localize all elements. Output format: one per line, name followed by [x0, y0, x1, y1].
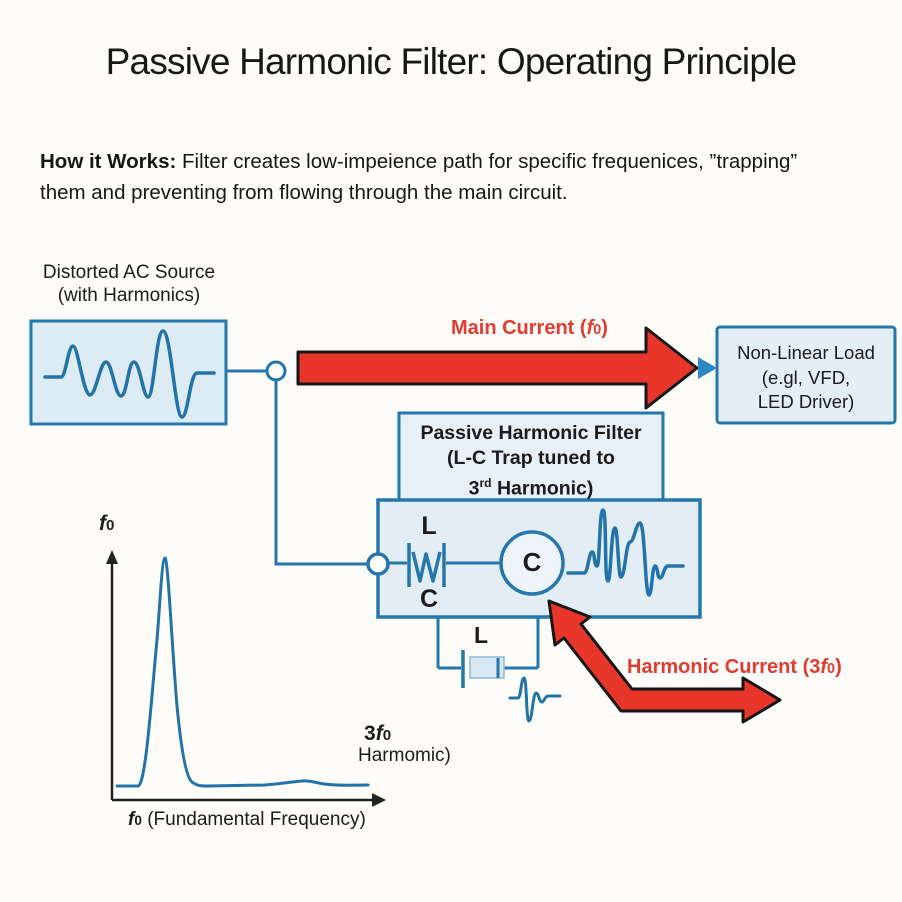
- filter-label-line3: 3rd Harmonic): [399, 471, 663, 502]
- main-current-arrow: [296, 326, 699, 410]
- source-label: Distorted AC Source (with Harmonics): [24, 261, 234, 307]
- harmonic-note-pre: 3: [364, 722, 376, 745]
- source-label-line2: (with Harmonics): [57, 285, 201, 306]
- main-current-pre: Main Current (: [451, 317, 587, 339]
- harmonic-note-value: 3f0: [364, 721, 391, 746]
- spectrum-x-f: f: [128, 809, 135, 830]
- trap-inductor-label: L: [473, 622, 489, 648]
- spectrum-y-arrowhead-icon: [106, 550, 118, 564]
- spectrum-x-sub: 0: [134, 813, 142, 828]
- inductor-symbol-bars: [407, 543, 446, 587]
- main-current-label: Main Current (f0): [451, 316, 608, 340]
- spectrum-x-label: f0 (Fundamental Frequency): [128, 809, 366, 832]
- main-current-f: f: [586, 317, 594, 339]
- main-current-sub: 0: [593, 322, 602, 338]
- load-label: Non-Linear Load (e.gl, VFD, LED Driver): [717, 341, 895, 415]
- filter-label-line1: Passive Harmonic Filter: [420, 422, 642, 444]
- trap-branch-wires: [436, 617, 540, 670]
- filter-label-line3-sup: rd: [479, 476, 492, 490]
- distorted-source-waveform: [43, 329, 216, 419]
- load-label-line1: Non-Linear Load: [737, 342, 875, 363]
- harmonic-current-label: Harmonic Current (3f0): [627, 655, 842, 679]
- inductor-bottom-label: C: [419, 585, 439, 613]
- how-it-works-label: How it Works:: [40, 150, 177, 173]
- junction-node-main: [265, 360, 287, 382]
- filter-label-line3-pre: 3: [468, 477, 480, 500]
- trap-component-body: [469, 656, 505, 679]
- harmonic-note-sub: 0: [382, 727, 392, 744]
- how-it-works-text: How it Works: Filter creates low-impeien…: [40, 146, 800, 208]
- trapped-harmonic-squiggle: [508, 676, 562, 723]
- inductor-top-label: L: [421, 512, 437, 540]
- filter-label-line2: (L-C Trap tuned to: [447, 447, 615, 469]
- wire-junction-to-filter: [274, 379, 369, 566]
- load-label-line3: LED Driver): [757, 391, 855, 412]
- filter-label: Passive Harmonic Filter (L-C Trap tuned …: [399, 421, 663, 502]
- load-arrowhead-icon: [698, 357, 717, 379]
- page-title: Passive Harmonic Filter: Operating Princ…: [105, 41, 797, 82]
- spectrum-y-f: f: [99, 512, 106, 535]
- harmonic-current-sub: 0: [827, 661, 836, 677]
- inductor-symbol: [411, 551, 442, 583]
- spectrum-y-label: f0: [99, 511, 114, 536]
- harmonic-current-pre: Harmonic Current (3: [627, 656, 821, 678]
- load-label-line2: (e.gl, VFD,: [761, 366, 851, 388]
- source-label-line1: Distorted AC Source: [42, 262, 216, 283]
- harmonic-note-caption: Harmomic): [358, 745, 451, 766]
- junction-node-filter: [366, 552, 390, 576]
- filter-label-box: [397, 411, 665, 502]
- harmonic-waveform: [566, 508, 685, 597]
- how-it-works-body: Filter creates low-impeience path for sp…: [40, 150, 798, 204]
- harmonic-current-f: f: [820, 656, 828, 678]
- main-current-post: ): [601, 317, 608, 339]
- spectrum-x-rest: (Fundamental Frequency): [141, 809, 366, 830]
- harmonic-note-f: f: [375, 722, 383, 745]
- filter-label-line3-post: Harmonic): [491, 477, 594, 500]
- spectrum-curve: [115, 556, 370, 788]
- capacitor-circle: [499, 530, 565, 596]
- harmonic-current-arrow: [547, 599, 782, 724]
- spectrum-x-arrowhead-icon: [372, 793, 386, 807]
- capacitor-circle-label: C: [522, 547, 542, 577]
- spectrum-y-sub: 0: [106, 517, 115, 534]
- load-box: [715, 325, 897, 425]
- harmonic-current-post: ): [835, 656, 842, 678]
